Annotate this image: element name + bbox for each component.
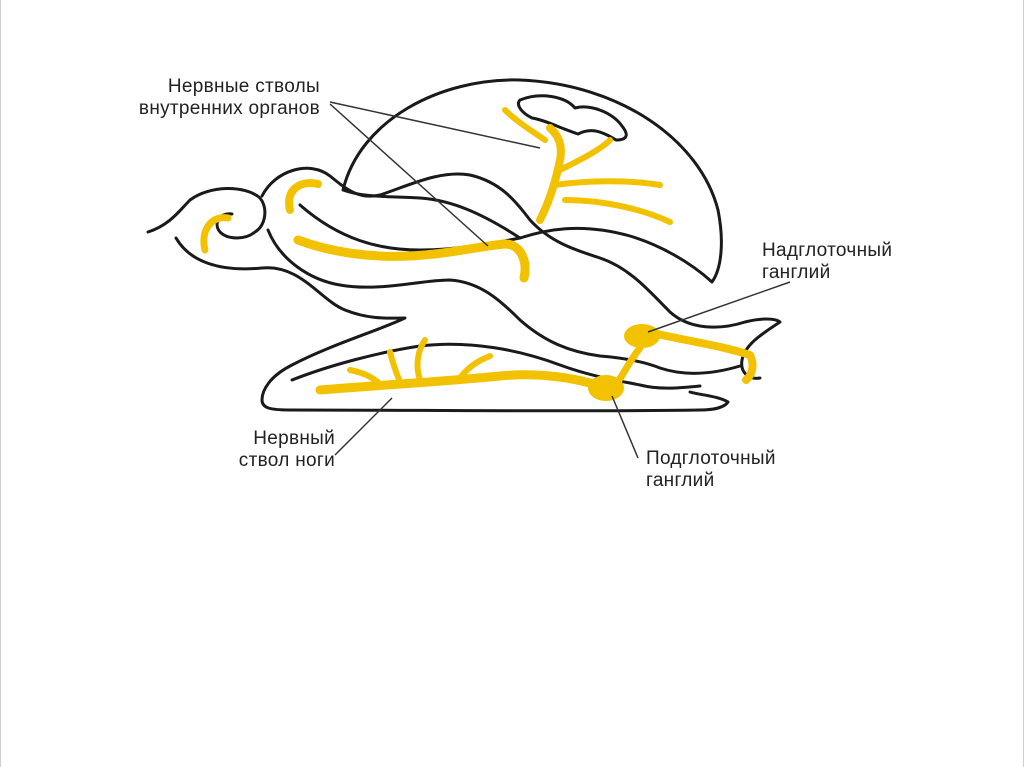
cerebral-connective: [636, 326, 757, 384]
pointer-visceral-1: [329, 101, 541, 149]
anterior-nerve-curl: [200, 214, 232, 254]
ganglia: [588, 324, 660, 401]
label-visceral-nerves: Нервные стволы внутренних органов: [80, 76, 320, 120]
label-pedal-nerve-line2: ствол ноги: [238, 450, 335, 471]
visceral-branch-2: [552, 178, 663, 188]
label-pedal-ganglion-line1: Подглоточный: [646, 448, 776, 469]
pedal-nerve-trunk: [315, 370, 605, 395]
visceral-branch-1: [557, 137, 613, 173]
pedal-branch-3: [457, 353, 493, 381]
pedal-ganglion-shape: [588, 375, 624, 401]
visceral-branch-4: [502, 107, 548, 143]
pointer-pedal-ganglion: [611, 395, 639, 459]
nervous-system: [200, 107, 757, 395]
label-cerebral-ganglion-line1: Надглоточный: [762, 240, 893, 261]
visceral-branch-3: [562, 197, 673, 225]
visceral-tube-outline: [260, 166, 782, 380]
pointer-visceral-2: [329, 103, 489, 247]
foot-inner-outline: [290, 342, 702, 390]
pointer-cerebral: [647, 281, 791, 333]
label-cerebral-ganglion-line2: ганглий: [762, 262, 831, 283]
leader-lines: [329, 101, 791, 459]
shell-whorl-outline: [517, 94, 628, 142]
label-visceral-nerves-line2: внутренних органов: [138, 98, 320, 119]
pedal-branch-2: [387, 349, 403, 385]
label-visceral-nerves-line1: Нервные стволы: [167, 76, 320, 97]
label-pedal-ganglion: Подглоточный ганглий: [646, 448, 776, 492]
snail-outline: [146, 78, 782, 413]
pedal-branch-4: [347, 367, 383, 387]
label-cerebral-ganglion: Надглоточный ганглий: [762, 240, 892, 284]
anterior-coil-outline: [146, 187, 267, 240]
visceral-nerve-trunk: [293, 235, 530, 283]
visceral-branch-main: [536, 124, 565, 224]
label-pedal-nerve-line1: Нервный: [253, 428, 335, 449]
pedal-branch-1: [414, 337, 428, 383]
visceral-tube-inner: [266, 228, 742, 375]
cerebral-ganglion-shape: [624, 324, 660, 348]
label-pedal-ganglion-line2: ганглий: [646, 470, 715, 491]
label-pedal-nerve: Нервный ствол ноги: [180, 428, 335, 472]
shell-outline: [341, 78, 723, 284]
neck-outline: [174, 236, 730, 413]
visceral-nerve-loop: [285, 179, 322, 214]
pointer-pedal-nerve: [334, 397, 393, 456]
